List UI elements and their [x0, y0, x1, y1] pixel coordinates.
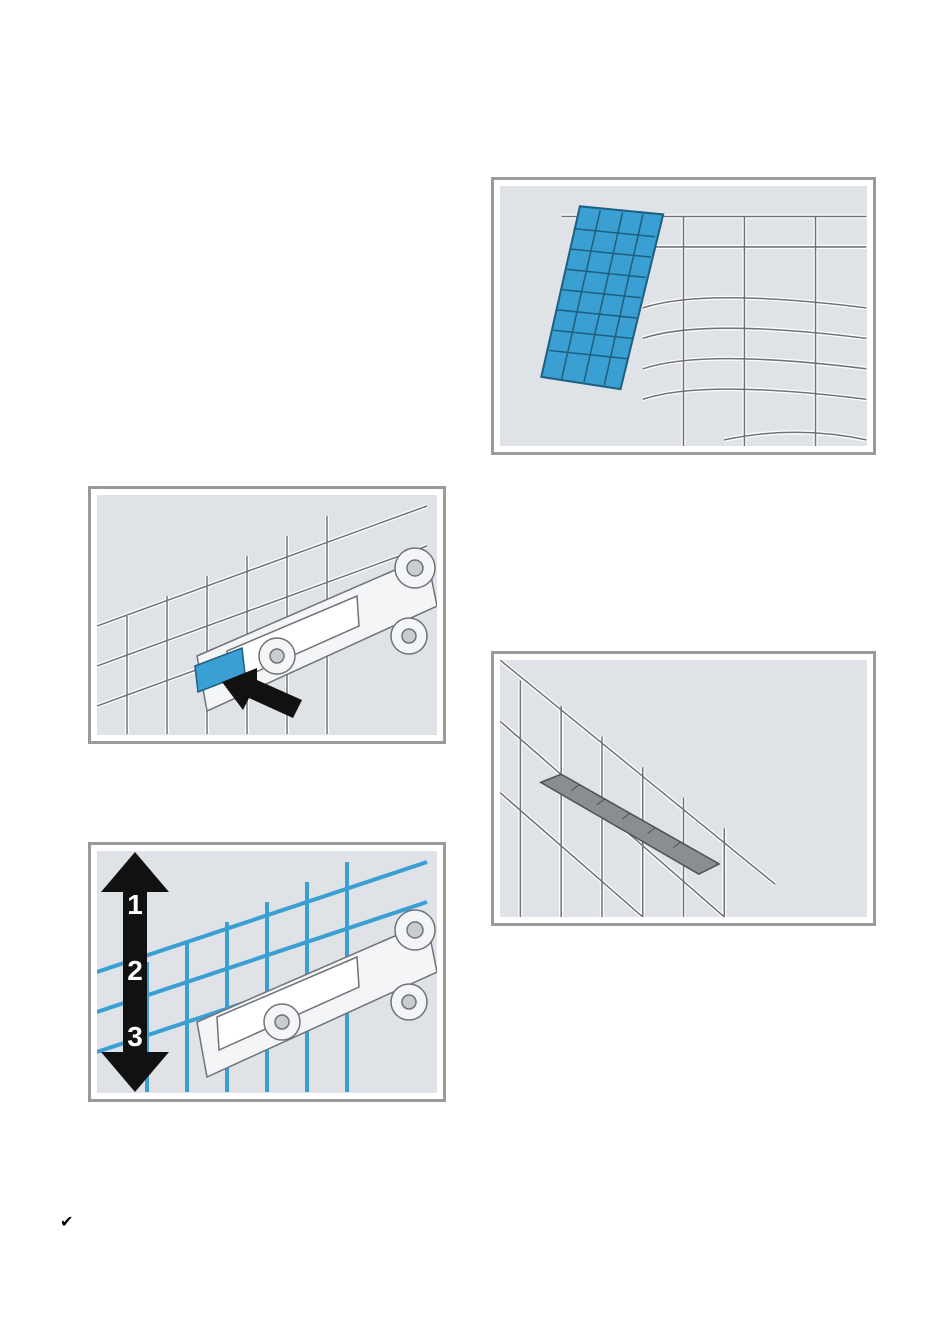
height-step-1: 1 [127, 889, 143, 920]
fold-down-tray [541, 774, 719, 874]
wheel [391, 984, 427, 1020]
wheel [395, 910, 435, 950]
wheel [264, 1004, 300, 1040]
fold-down-tray-illustration [500, 660, 867, 917]
rack-release-lever-figure [88, 486, 446, 744]
height-step-2: 2 [127, 955, 143, 986]
wheel [395, 548, 435, 588]
rack-height-illustration: 1 2 3 [97, 851, 437, 1093]
cutlery-basket-figure [491, 177, 876, 455]
cutlery-basket-illustration [500, 186, 867, 446]
double-arrow-icon: 1 2 3 [101, 852, 169, 1092]
fold-down-tray-figure [491, 651, 876, 926]
wheel [391, 618, 427, 654]
wheel [259, 638, 295, 674]
check-icon: ✔ [60, 1212, 73, 1231]
height-step-3: 3 [127, 1021, 143, 1052]
rack-height-adjust-figure: 1 2 3 [88, 842, 446, 1102]
cutlery-basket [541, 206, 663, 389]
rack-release-illustration [97, 495, 437, 735]
